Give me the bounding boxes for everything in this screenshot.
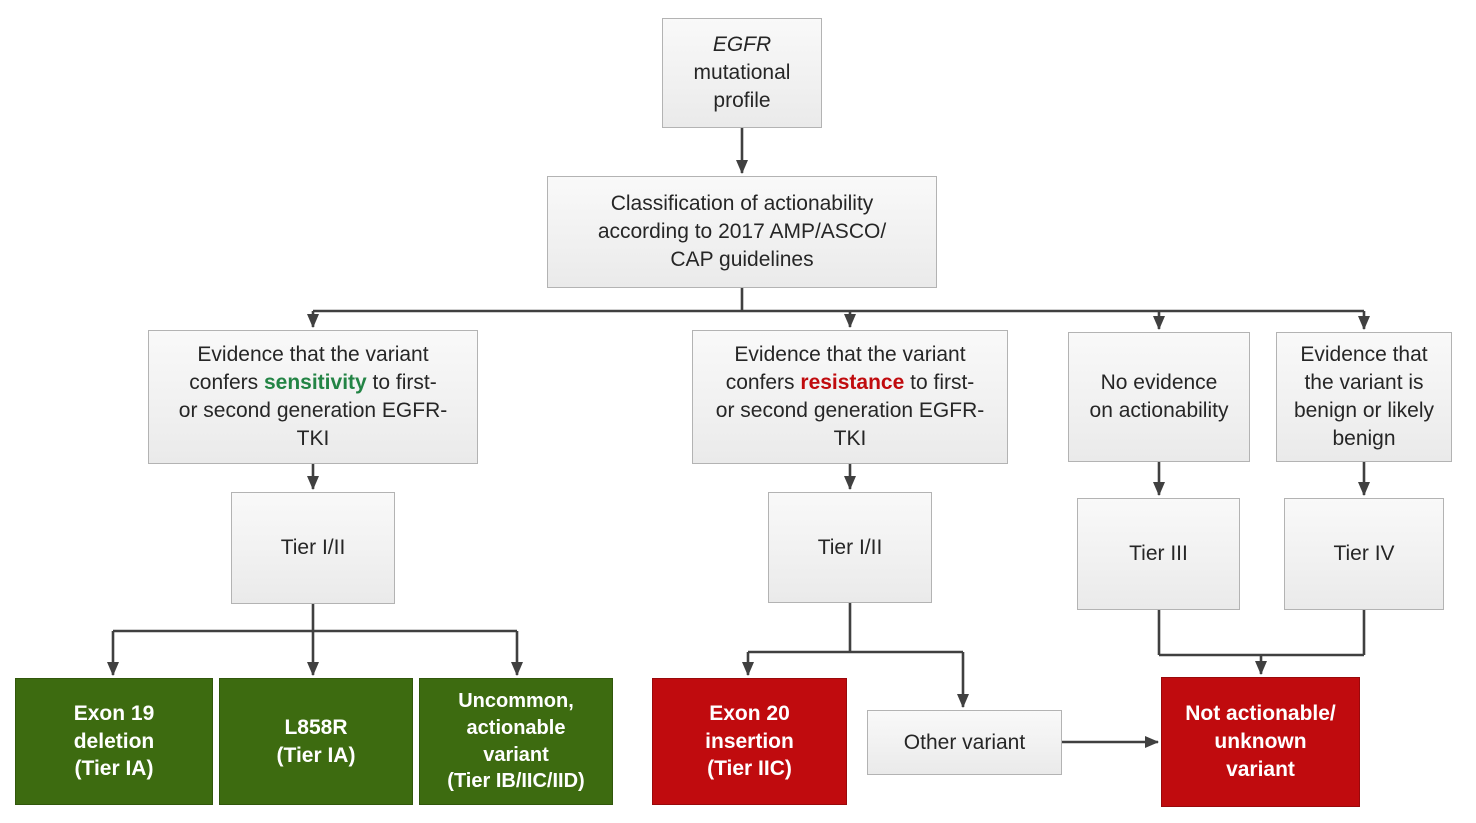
- node-other-variant: Other variant: [867, 710, 1062, 775]
- sensitivity-split-trunk: [113, 604, 517, 633]
- resistance-keyword: resistance: [800, 371, 905, 395]
- sensitivity-line2-post: to first-: [366, 371, 437, 395]
- sensitivity-line4: TKI: [296, 426, 330, 450]
- root-line2: mutational: [693, 61, 791, 85]
- sensitivity-line3: or second generation EGFR-: [178, 399, 448, 422]
- resistance-line2: confers resistance to first-: [726, 369, 975, 397]
- classification-tree-trunk: [313, 288, 1364, 313]
- resistance-line3: or second generation EGFR-: [715, 399, 985, 422]
- gene-symbol: EGFR: [712, 33, 772, 57]
- node-resistance-evidence: Evidence that the variant confers resist…: [692, 330, 1008, 464]
- tier3-tier4-merge-trunk: [1157, 610, 1366, 657]
- node-sensitivity-evidence: Evidence that the variant confers sensit…: [148, 330, 478, 464]
- resistance-line1: Evidence that the variant: [734, 343, 966, 367]
- node-tier-1-2-resistance: Tier I/II: [768, 492, 932, 603]
- node-l858r: L858R(Tier IA): [219, 678, 413, 805]
- node-egfr-mutational-profile: EGFR mutational profile: [662, 18, 822, 128]
- sensitivity-keyword: sensitivity: [263, 371, 367, 395]
- resistance-line2-pre: confers: [725, 371, 801, 395]
- root-line3: profile: [713, 88, 771, 112]
- node-tier-3: Tier III: [1077, 498, 1240, 610]
- sensitivity-line2-pre: confers: [189, 371, 264, 395]
- resistance-line4: TKI: [833, 426, 867, 450]
- resistance-split-trunk: [748, 603, 963, 654]
- resistance-line2-post: to first-: [904, 371, 975, 395]
- node-tier-4: Tier IV: [1284, 498, 1444, 610]
- sensitivity-line2: confers sensitivity to first-: [189, 369, 436, 397]
- sensitivity-line1: Evidence that the variant: [197, 343, 429, 367]
- node-tier-1-2-sensitivity: Tier I/II: [231, 492, 395, 604]
